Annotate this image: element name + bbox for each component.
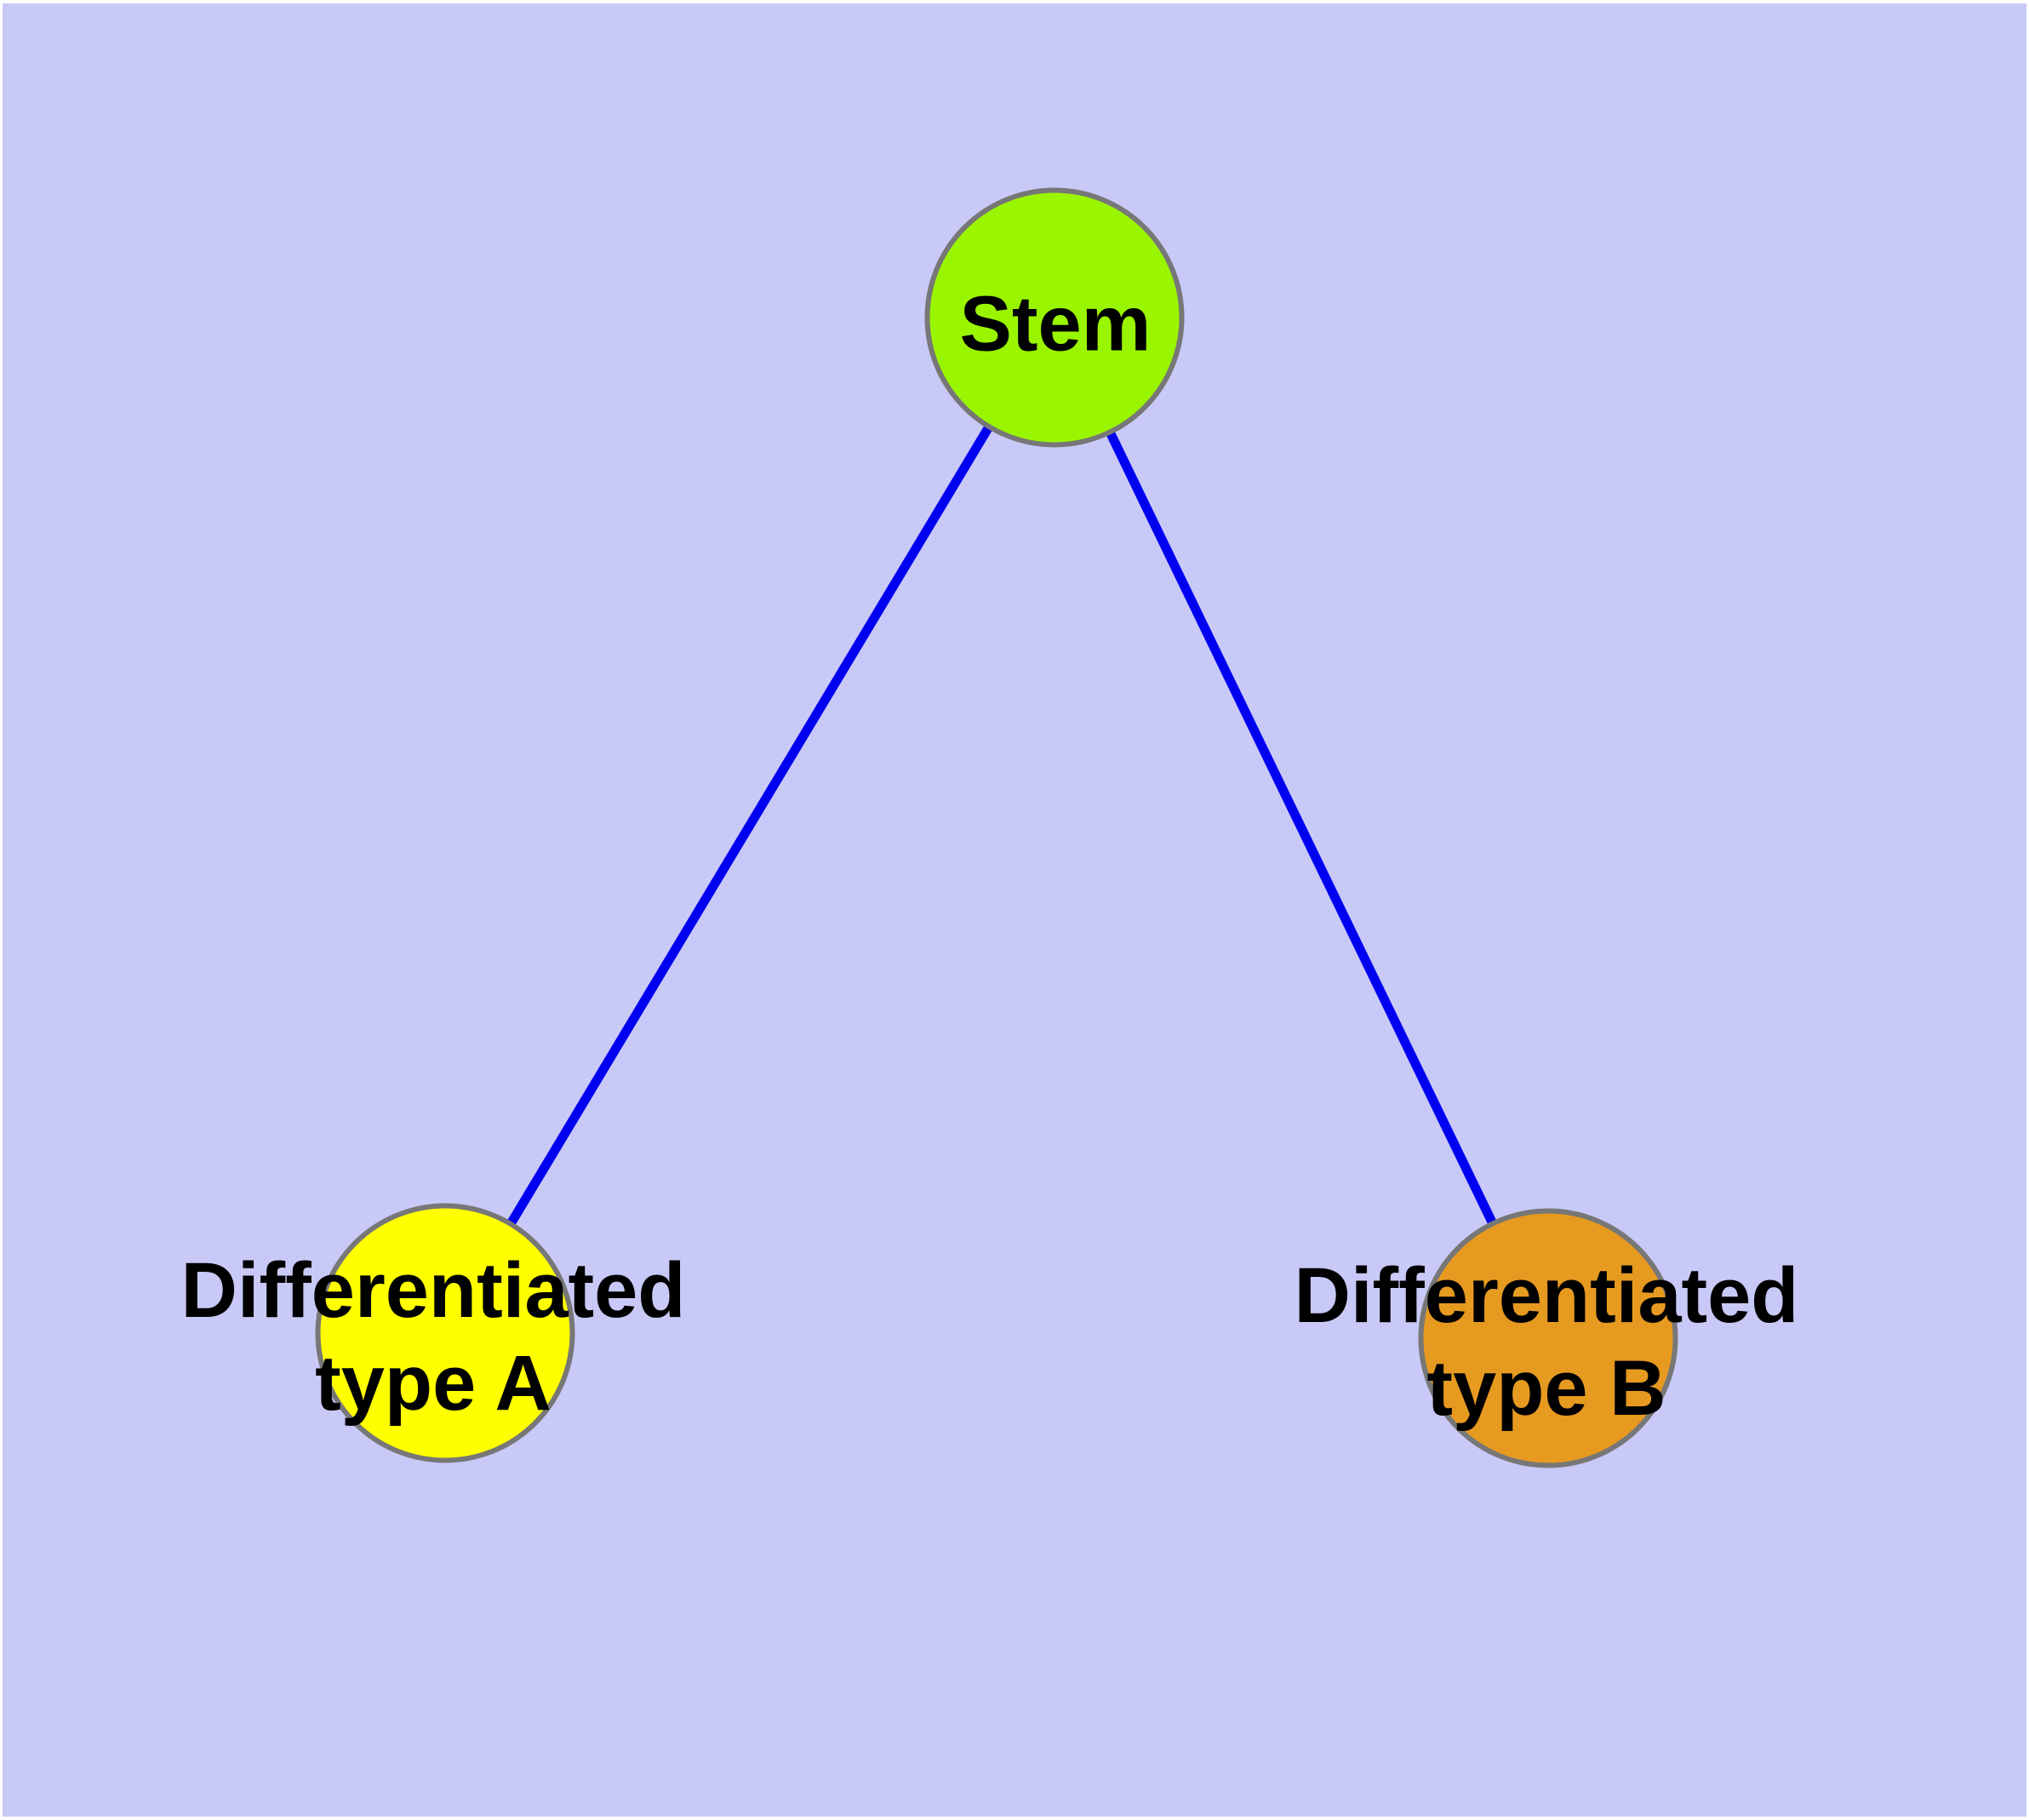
node-type-a-circle (315, 1203, 575, 1463)
node-label-line: type B (1426, 1345, 1666, 1432)
node-label-line: Differentiated (1294, 1252, 1799, 1339)
edge-stem-to-type-a (441, 315, 1059, 1336)
node-label-differentiated-type-a: Differentiated type A (181, 1245, 686, 1430)
node-stem-circle (924, 187, 1185, 448)
node-label-line: type A (315, 1340, 552, 1427)
node-label-line: Differentiated (180, 1247, 686, 1334)
node-label-line: Stem (959, 280, 1152, 368)
node-label-stem: Stem (960, 278, 1152, 371)
node-type-b-circle (1418, 1208, 1678, 1468)
edge-stem-to-type-b (1050, 315, 1552, 1341)
node-label-differentiated-type-b: Differentiated type B (1295, 1250, 1799, 1435)
